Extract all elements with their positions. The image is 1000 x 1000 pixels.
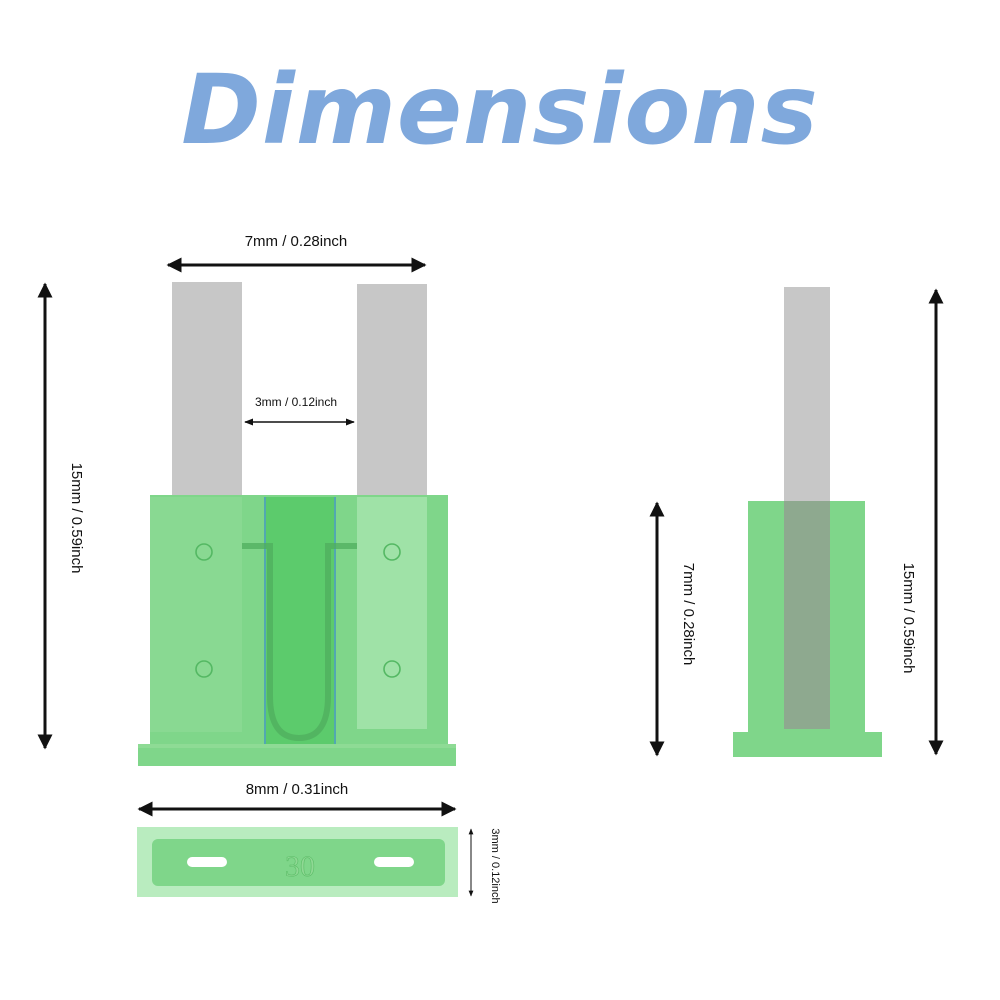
front-fuse-link [242, 543, 357, 742]
front-rivet-bottom-right [383, 660, 401, 678]
front-left-blade [172, 282, 242, 497]
dim-total-height-front: 15mm / 0.59inch [37, 282, 85, 750]
front-view-fuse [138, 282, 456, 766]
dim-total-height-side: 15mm / 0.59inch [900, 288, 944, 756]
side-blade-inside [784, 501, 830, 729]
side-blade [784, 287, 830, 503]
front-base-flange-highlight [138, 744, 456, 748]
label-total-height-front: 15mm / 0.59inch [68, 463, 85, 574]
front-fuse-element-strip [264, 497, 336, 747]
label-total-height-side: 15mm / 0.59inch [900, 563, 917, 674]
label-body-height-side: 7mm / 0.28inch [680, 563, 697, 666]
bottom-inner-plate [152, 839, 445, 886]
side-base-flange [733, 732, 882, 757]
front-right-blade [357, 284, 427, 497]
dim-terminal-span: 7mm / 0.28inch [166, 233, 427, 273]
bottom-left-slot [187, 857, 227, 867]
dim-body-height-side: 7mm / 0.28inch [649, 501, 697, 757]
front-rivet-top-left [195, 543, 213, 561]
label-body-width: 8mm / 0.31inch [246, 781, 349, 798]
side-view-fuse [733, 287, 882, 757]
front-housing-left-panel [150, 497, 242, 732]
bottom-view-fuse: 30 [137, 827, 458, 897]
front-rivet-top-right [383, 543, 401, 561]
dim-terminal-gap: 3mm / 0.12inch [244, 395, 355, 426]
label-terminal-gap: 3mm / 0.12inch [255, 395, 337, 409]
dim-body-thickness: 3mm / 0.12inch [468, 828, 501, 904]
label-terminal-span: 7mm / 0.28inch [245, 233, 348, 250]
bottom-right-slot [374, 857, 414, 867]
dim-body-width: 8mm / 0.31inch [137, 781, 457, 817]
page-title: Dimensions [181, 54, 819, 166]
fuse-rating-label: 30 [285, 850, 315, 883]
front-housing-right-window [357, 497, 427, 729]
label-body-thickness: 3mm / 0.12inch [489, 828, 501, 903]
front-rivet-bottom-left [195, 660, 213, 678]
front-base-flange [138, 744, 456, 766]
